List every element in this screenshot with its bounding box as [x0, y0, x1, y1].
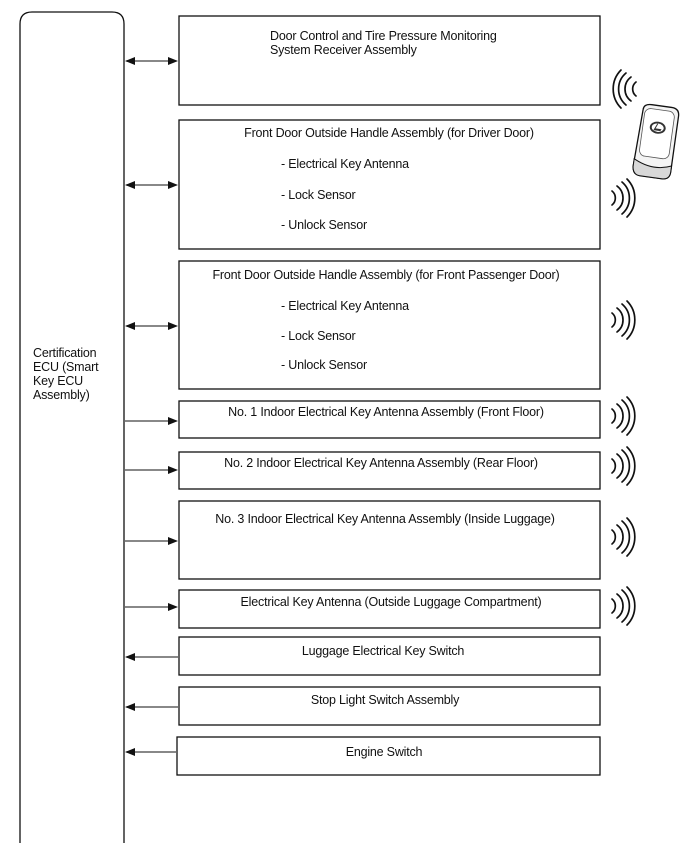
- component-rear-floor-antenna: No. 2 Indoor Electrical Key Antenna Asse…: [125, 451, 601, 490]
- component-title: No. 2 Indoor Electrical Key Antenna Asse…: [224, 456, 538, 470]
- ecu-label-line-3: Key ECU: [33, 374, 83, 388]
- signal-waves-icon: [611, 446, 636, 486]
- electrical-key-fob-icon: [632, 103, 680, 180]
- component-title: No. 1 Indoor Electrical Key Antenna Asse…: [228, 405, 544, 419]
- signal-waves-icon: [611, 300, 636, 340]
- signal-waves-icon: [611, 586, 636, 626]
- component-title: Front Door Outside Handle Assembly (for …: [244, 126, 534, 140]
- ecu-label-line-1: Certification: [33, 346, 97, 360]
- component-title: Front Door Outside Handle Assembly (for …: [213, 268, 560, 282]
- signal-waves-icon: [611, 517, 636, 557]
- ecu-label-line-2: ECU (Smart: [33, 360, 99, 374]
- component-title: Electrical Key Antenna (Outside Luggage …: [241, 595, 542, 609]
- component-luggage-switch: Luggage Electrical Key Switch: [125, 636, 601, 676]
- component-title: System Receiver Assembly: [270, 43, 418, 57]
- component-receiver: Door Control and Tire Pressure Monitorin…: [125, 15, 601, 106]
- component-title: Door Control and Tire Pressure Monitorin…: [270, 29, 497, 43]
- component-outside-luggage-antenna: Electrical Key Antenna (Outside Luggage …: [125, 589, 601, 629]
- component-title: Stop Light Switch Assembly: [311, 693, 460, 707]
- component-title: Engine Switch: [346, 745, 423, 759]
- component-item: - Electrical Key Antenna: [281, 157, 409, 171]
- component-engine-switch: Engine Switch: [125, 736, 601, 776]
- component-item: - Unlock Sensor: [281, 358, 367, 372]
- component-item: - Unlock Sensor: [281, 218, 367, 232]
- signal-waves-icon: [611, 396, 636, 436]
- component-driver-handle: Front Door Outside Handle Assembly (for …: [125, 119, 601, 250]
- signal-waves-icon: [611, 178, 636, 218]
- component-front-floor-antenna: No. 1 Indoor Electrical Key Antenna Asse…: [125, 400, 601, 439]
- component-title: Luggage Electrical Key Switch: [302, 644, 465, 658]
- component-item: - Electrical Key Antenna: [281, 299, 409, 313]
- certification-ecu: Certification ECU (Smart Key ECU Assembl…: [19, 11, 125, 843]
- component-stop-light-switch: Stop Light Switch Assembly: [125, 686, 601, 726]
- ecu-label-line-4: Assembly): [33, 388, 90, 402]
- component-passenger-handle: Front Door Outside Handle Assembly (for …: [125, 260, 601, 390]
- component-title: No. 3 Indoor Electrical Key Antenna Asse…: [215, 512, 554, 526]
- component-item: - Lock Sensor: [281, 188, 356, 202]
- component-inside-luggage-antenna: No. 3 Indoor Electrical Key Antenna Asse…: [125, 500, 601, 580]
- signal-waves-icon: [612, 69, 637, 109]
- component-item: - Lock Sensor: [281, 329, 356, 343]
